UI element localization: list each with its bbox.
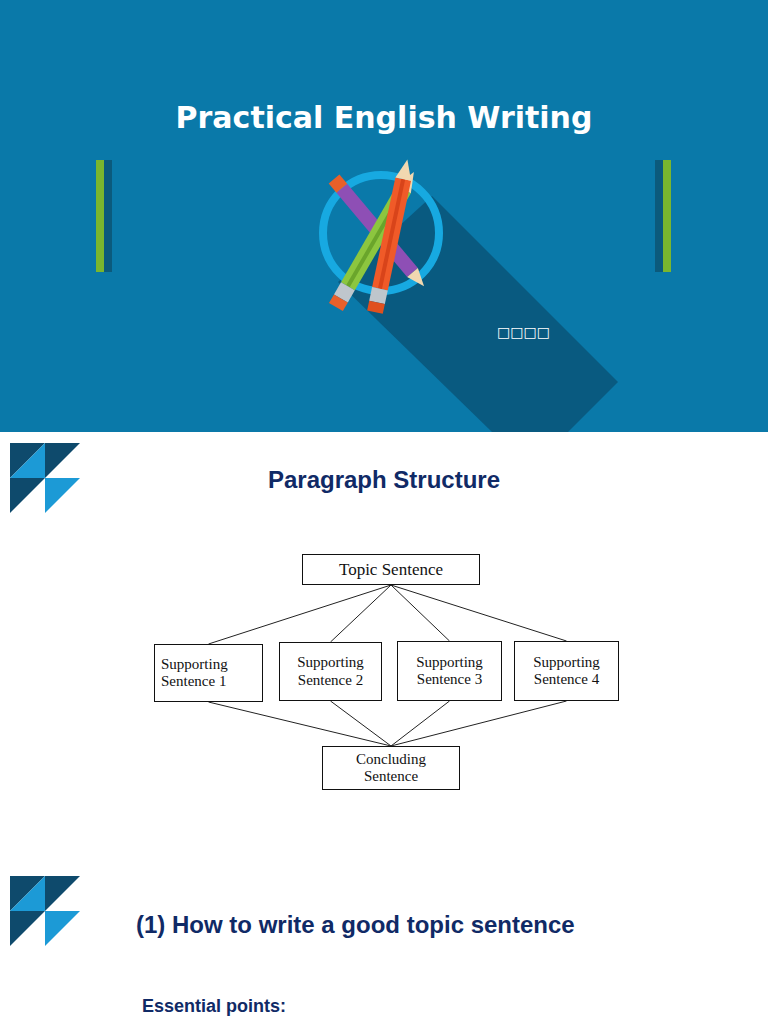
subheading: Essential points: xyxy=(142,996,286,1017)
concluding-box: Concluding Sentence xyxy=(322,746,460,790)
topic-box: Topic Sentence xyxy=(302,554,480,585)
accent-bar xyxy=(104,160,112,272)
banner-background xyxy=(0,0,768,432)
node-text: Supporting Sentence 1 xyxy=(161,656,241,691)
presenter-name: □□□□ xyxy=(497,324,550,340)
connector-line xyxy=(331,585,392,642)
connector-line xyxy=(209,702,392,746)
accent-bar xyxy=(663,160,671,272)
supporting-box: Supporting Sentence 1 xyxy=(154,644,263,702)
node-text: Concluding Sentence xyxy=(351,751,431,786)
section-heading: (1) How to write a good topic sentence xyxy=(136,911,575,939)
connector-line xyxy=(391,701,567,746)
node-text: Topic Sentence xyxy=(339,560,443,580)
deck-title: Practical English Writing xyxy=(0,100,768,135)
slide-title: Paragraph Structure xyxy=(0,466,768,494)
accent-bar xyxy=(96,160,104,272)
slide-logo xyxy=(10,876,80,946)
connector-line xyxy=(391,585,567,641)
supporting-box: Supporting Sentence 2 xyxy=(279,642,382,701)
connector-line xyxy=(209,585,392,644)
accent-bar xyxy=(655,160,663,272)
node-text: Supporting Sentence 4 xyxy=(527,654,607,689)
slide-logo xyxy=(10,443,80,513)
icon-ring xyxy=(323,175,439,291)
connector-line xyxy=(391,701,450,746)
supporting-box: Supporting Sentence 3 xyxy=(397,641,502,701)
supporting-box: Supporting Sentence 4 xyxy=(514,641,619,701)
connector-line xyxy=(391,585,450,641)
node-text: Supporting Sentence 3 xyxy=(410,654,490,689)
node-text: Supporting Sentence 2 xyxy=(291,654,371,689)
pencil-icon xyxy=(329,158,430,314)
connector-line xyxy=(331,701,392,746)
